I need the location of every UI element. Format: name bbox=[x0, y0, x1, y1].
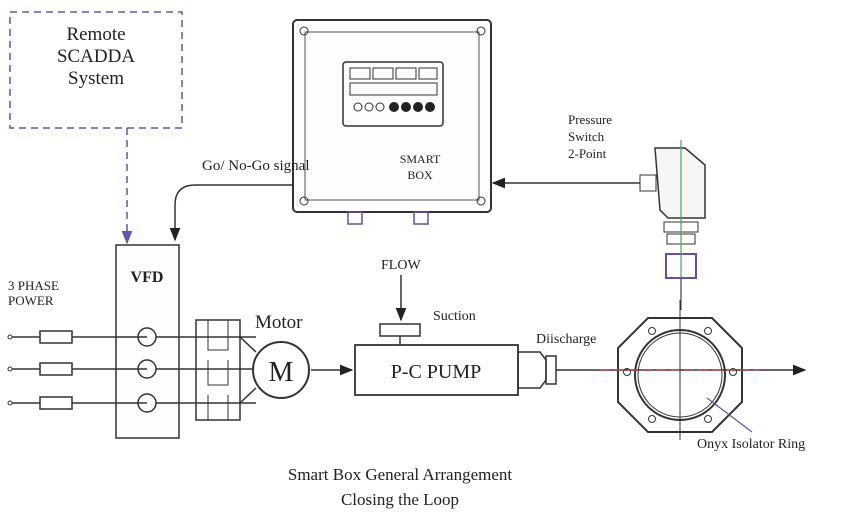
caption-line1: Smart Box General Arrangement bbox=[288, 465, 513, 484]
pc-pump: P-C PUMP bbox=[354, 323, 557, 396]
suction-label: Suction bbox=[433, 309, 476, 324]
discharge-label: Diischarge bbox=[536, 332, 596, 347]
power-lines bbox=[7, 330, 147, 410]
contactor-block bbox=[156, 319, 257, 421]
flow-label: FLOW bbox=[381, 258, 421, 273]
pressure-switch bbox=[639, 140, 706, 310]
isolator-label: Onyx Isolator Ring bbox=[697, 437, 805, 452]
smart-box-display bbox=[342, 61, 444, 127]
go-nogo-line bbox=[169, 184, 293, 242]
go-nogo-label: Go/ No-Go signal bbox=[202, 158, 310, 174]
isolator-ring bbox=[600, 300, 760, 440]
motor-label: Motor bbox=[255, 312, 303, 333]
vfd-label: VFD bbox=[131, 269, 164, 286]
cable-gland-left bbox=[347, 211, 363, 225]
caption-line2: Closing the Loop bbox=[341, 490, 459, 509]
cable-gland-right bbox=[413, 211, 429, 225]
motor: M bbox=[252, 341, 310, 399]
pump-label: P-C PUMP bbox=[391, 361, 482, 383]
smart-box-buttons bbox=[353, 102, 435, 112]
motor-symbol: M bbox=[269, 357, 294, 388]
vfd-panel: VFD bbox=[115, 244, 180, 439]
isolator-leader bbox=[706, 397, 753, 433]
